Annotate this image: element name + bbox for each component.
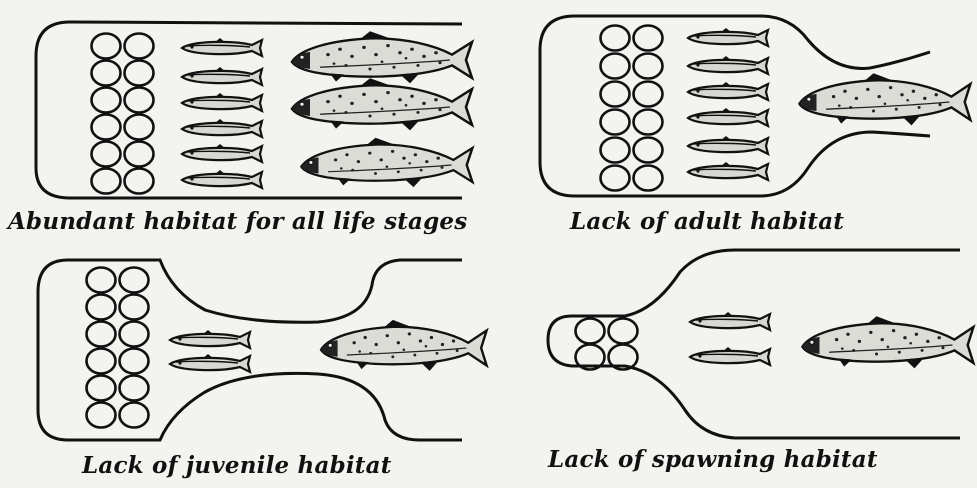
egg-icon (92, 61, 121, 86)
egg-icon (634, 54, 663, 79)
egg-icon (120, 322, 149, 347)
egg-icon (120, 268, 149, 293)
adult-fish-icon (301, 138, 472, 187)
juvenile-group-adult (688, 28, 768, 180)
egg-icon (634, 82, 663, 107)
egg-icon (601, 82, 630, 107)
egg-icon (87, 322, 116, 347)
juvenile-fish-icon (182, 119, 262, 137)
caption-abundant-habitat: Abundant habitat for all life stages (8, 208, 467, 235)
egg-icon (92, 115, 121, 140)
panel-spawning (548, 250, 973, 438)
egg-icon (87, 376, 116, 401)
panel-juvenile (38, 260, 487, 440)
egg-icon (92, 34, 121, 59)
egg-icon (125, 142, 154, 167)
egg-icon (125, 115, 154, 140)
caption-lack-of-spawning-habitat: Lack of spawning habitat (548, 446, 878, 473)
egg-icon (125, 88, 154, 113)
egg-icon (601, 166, 630, 191)
adult-group-abundant (292, 31, 472, 187)
juvenile-fish-icon (690, 312, 770, 330)
caption-lack-of-juvenile-habitat: Lack of juvenile habitat (82, 452, 392, 479)
adult-fish-icon (292, 31, 472, 83)
juvenile-fish-icon (182, 144, 262, 162)
egg-icon (576, 319, 605, 344)
caption-lack-of-adult-habitat: Lack of adult habitat (570, 208, 844, 235)
egg-icon (120, 376, 149, 401)
adult-fish-icon (799, 73, 970, 125)
egg-icon (601, 26, 630, 51)
egg-icon (92, 169, 121, 194)
juvenile-fish-icon (182, 93, 262, 111)
juvenile-fish-icon (182, 38, 262, 56)
panel-adult (540, 16, 970, 196)
egg-icon (87, 349, 116, 374)
egg-icon (87, 268, 116, 293)
adult-group-juvenile (321, 320, 487, 371)
egg-icon (125, 34, 154, 59)
egg-cluster-abundant (92, 34, 154, 194)
egg-icon (634, 26, 663, 51)
juvenile-fish-icon (170, 330, 250, 348)
juvenile-fish-icon (688, 82, 768, 100)
juvenile-fish-icon (688, 162, 768, 180)
panel-abundant (36, 22, 472, 198)
egg-icon (87, 295, 116, 320)
egg-icon (120, 403, 149, 428)
egg-icon (125, 169, 154, 194)
juvenile-fish-icon (170, 354, 250, 372)
egg-cluster-adult (601, 26, 663, 191)
egg-icon (87, 403, 116, 428)
adult-group-spawning (802, 316, 973, 368)
juvenile-fish-icon (688, 56, 768, 74)
adult-group-adult (799, 73, 970, 125)
egg-cluster-juvenile (87, 268, 149, 428)
juvenile-fish-icon (690, 347, 770, 365)
egg-icon (634, 110, 663, 135)
egg-icon (609, 319, 638, 344)
egg-icon (120, 349, 149, 374)
egg-icon (92, 88, 121, 113)
egg-cluster-spawning (576, 319, 638, 370)
adult-fish-icon (321, 320, 487, 371)
adult-fish-icon (292, 78, 472, 130)
juvenile-group-juvenile (170, 330, 250, 372)
egg-icon (601, 138, 630, 163)
juvenile-fish-icon (182, 67, 262, 85)
egg-icon (634, 166, 663, 191)
egg-icon (634, 138, 663, 163)
juvenile-group-abundant (182, 38, 262, 188)
juvenile-fish-icon (688, 136, 768, 154)
juvenile-group-spawning (690, 312, 770, 365)
egg-icon (601, 110, 630, 135)
egg-icon (120, 295, 149, 320)
egg-icon (601, 54, 630, 79)
egg-icon (92, 142, 121, 167)
juvenile-fish-icon (182, 170, 262, 188)
egg-icon (125, 61, 154, 86)
adult-fish-icon (802, 316, 973, 368)
juvenile-fish-icon (688, 28, 768, 46)
juvenile-fish-icon (688, 108, 768, 126)
